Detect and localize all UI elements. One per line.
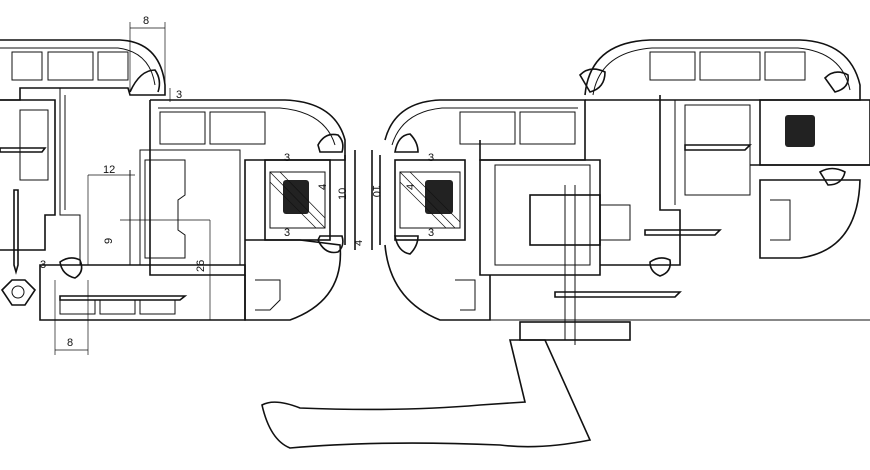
dim-label-9: 9 xyxy=(103,238,115,244)
left-spacer-desiccant xyxy=(283,180,309,214)
dim-label-26: 26 xyxy=(195,260,207,272)
dim-label-glass-left-10: 10 xyxy=(337,188,349,200)
dim-label-glass-right-3-bottom: 3 xyxy=(428,227,434,239)
dim-label-glass-right-3-top: 3 xyxy=(428,152,434,164)
dim-label-glass-right-4: 4 xyxy=(405,184,417,190)
dim-label-8-bottom: 8 xyxy=(67,337,73,349)
dim-label-12: 12 xyxy=(103,164,115,176)
dim-label-glass-left-4: 4 xyxy=(317,184,329,190)
left-glazing-unit xyxy=(264,150,356,250)
dim-label-3-top: 3 xyxy=(176,89,182,101)
dim-label-glass-left-3-bottom: 3 xyxy=(284,227,290,239)
window-handle xyxy=(261,321,631,449)
dim-label-glass-left-4-bottom: 4 xyxy=(353,240,365,246)
right-glazing-unit xyxy=(371,150,466,250)
dim-label-3-bottom: 3 xyxy=(40,259,46,271)
right-spacer-desiccant xyxy=(425,180,453,214)
dimension-labels: 8 3 12 9 26 3 8 3 4 10 3 4 10 4 3 3 xyxy=(40,15,434,349)
right-frame-profile xyxy=(384,39,870,345)
dim-label-8-top: 8 xyxy=(143,15,149,27)
left-frame-profile xyxy=(0,39,346,321)
dimension-lines xyxy=(54,22,211,355)
dim-label-glass-right-10: 10 xyxy=(370,185,382,197)
dim-label-glass-left-3-top: 3 xyxy=(284,152,290,164)
frame-spacer-desiccant xyxy=(785,115,815,147)
